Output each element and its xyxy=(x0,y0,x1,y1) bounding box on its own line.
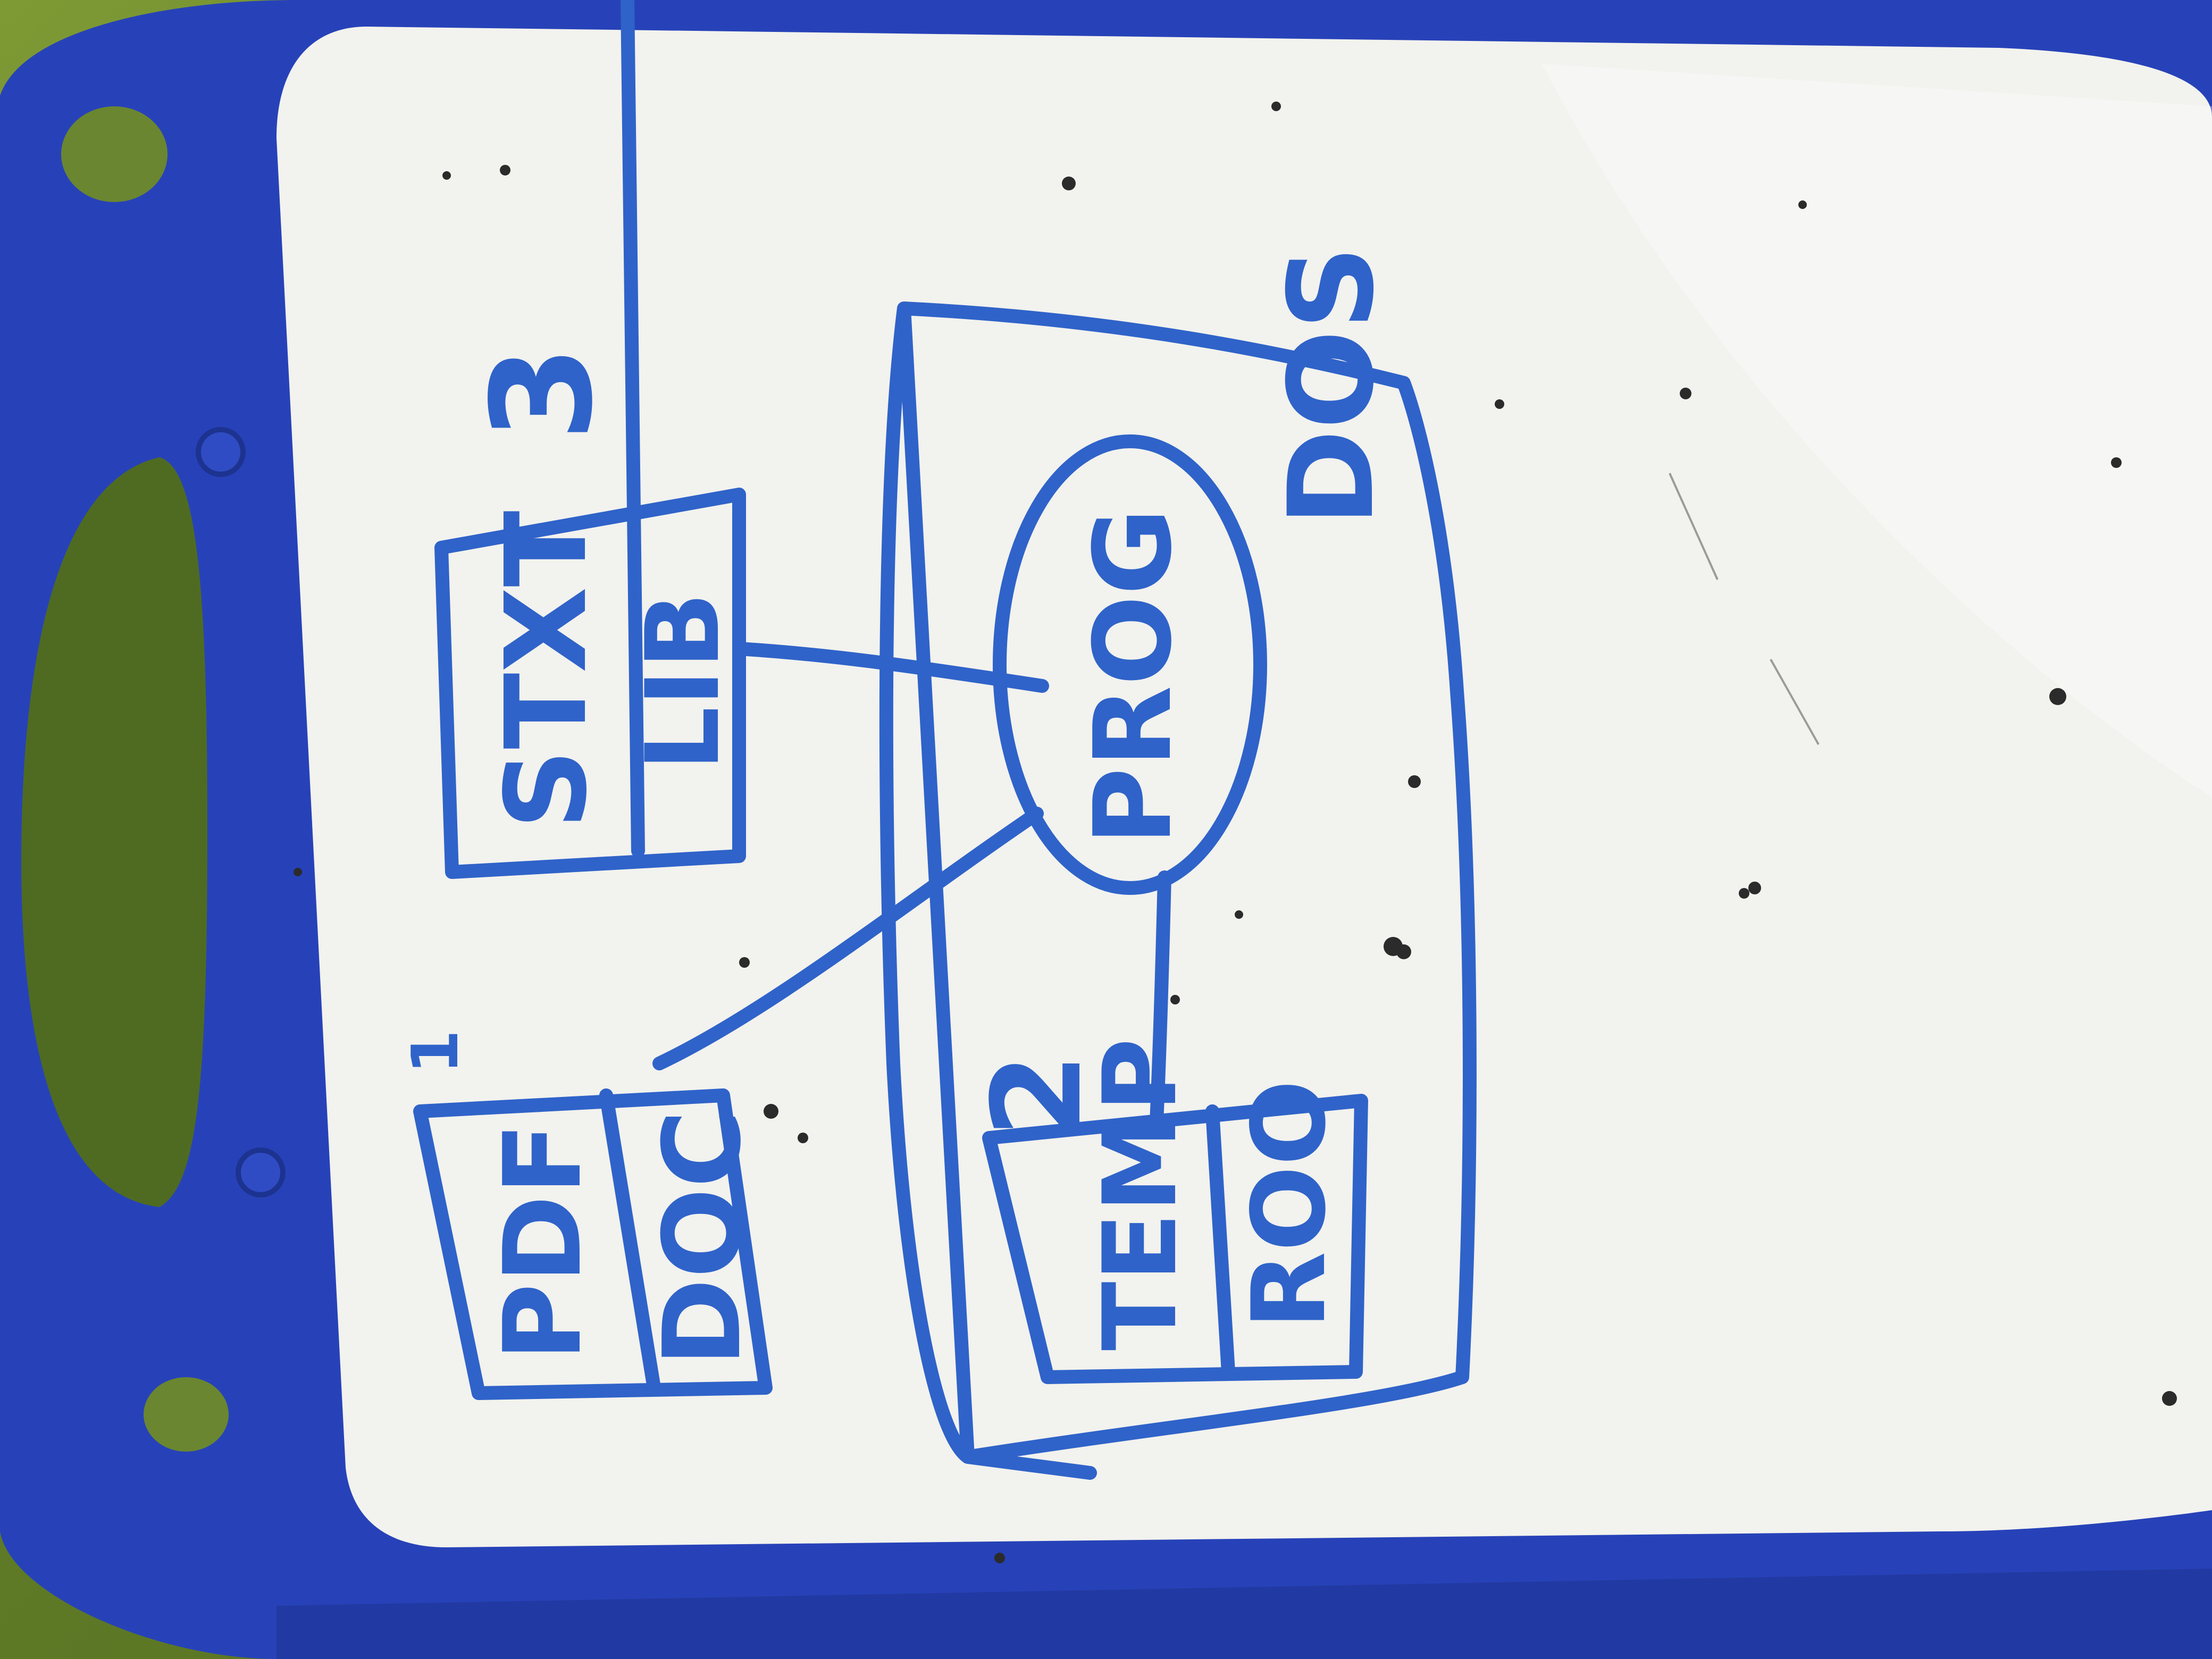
board-scratches xyxy=(1669,473,1820,745)
frame-hole-bottom xyxy=(144,1377,229,1452)
frame-hole-top xyxy=(61,106,167,202)
temp-box-divider xyxy=(1205,1104,1235,1379)
board-specks xyxy=(294,102,2177,1563)
pdf-box-outline xyxy=(413,1088,773,1400)
stxt-node-tag: LIB xyxy=(624,592,742,771)
temp-node-tag: ROO xyxy=(1230,1080,1348,1329)
pdf-box-divider xyxy=(599,1088,661,1395)
dos-container-outline xyxy=(879,301,1477,1480)
stxt-box-divider xyxy=(621,0,645,858)
edge-prog-to-stxt xyxy=(732,642,1049,693)
stxt-node-name: STXT xyxy=(481,510,611,830)
frame-rivet-2 xyxy=(236,1147,286,1197)
prog-node-outline xyxy=(993,434,1267,895)
frame-handle-cutout xyxy=(21,457,207,1207)
pdf-node-tag: DOC xyxy=(641,1110,765,1367)
edge-prog-to-temp xyxy=(1150,870,1171,1129)
edge-prog-to-pdf xyxy=(652,807,1044,1070)
temp-node-name: TEMP xyxy=(1082,1038,1199,1351)
board-glare xyxy=(1542,64,2212,798)
temp-node-number: 2 xyxy=(967,1053,1109,1138)
temp-box-outline xyxy=(982,1094,1368,1384)
pdf-node-name: PDF xyxy=(481,1122,605,1361)
frame-rivet-1 xyxy=(196,427,246,477)
stxt-node-number: 3 xyxy=(463,345,623,441)
dos-container-label: DOS xyxy=(1263,246,1400,526)
prog-node-label: PROG xyxy=(1071,508,1195,845)
pdf-node-number: 1 xyxy=(399,1030,473,1075)
board-frame-shade xyxy=(276,1569,2212,1659)
